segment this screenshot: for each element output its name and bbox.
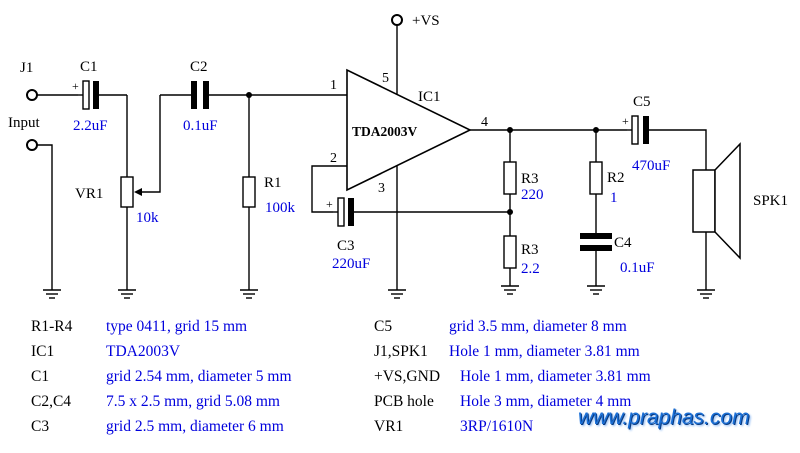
ground-symbol bbox=[586, 285, 606, 295]
ic1-amplifier bbox=[346, 68, 472, 192]
vr1-label: VR1 bbox=[75, 186, 103, 202]
r3-resistor-lower bbox=[503, 235, 517, 269]
watermark-link[interactable]: www.praphas.com bbox=[578, 406, 750, 429]
r1-value: 100k bbox=[265, 200, 296, 216]
r1-label: R1 bbox=[264, 175, 282, 191]
svg-text:+: + bbox=[326, 197, 333, 211]
spk1-label: SPK1 bbox=[753, 193, 788, 209]
ground-symbol bbox=[696, 289, 716, 299]
parts-value: type 0411, grid 15 mm bbox=[106, 318, 248, 335]
parts-value: grid 2.54 mm, diameter 5 mm bbox=[106, 368, 292, 385]
j1-terminal bbox=[26, 89, 38, 101]
parts-key: VR1 bbox=[374, 418, 404, 435]
parts-key: R1-R4 bbox=[31, 318, 73, 335]
ic1-pin2: 2 bbox=[330, 151, 337, 166]
parts-value: grid 3.5 mm, diameter 8 mm bbox=[449, 318, 627, 335]
c2-label: C2 bbox=[190, 59, 208, 75]
r1-resistor bbox=[242, 176, 256, 208]
c1-value: 2.2uF bbox=[73, 118, 108, 134]
parts-key: J1,SPK1 bbox=[374, 343, 428, 360]
r2-resistor bbox=[589, 161, 603, 195]
c2-capacitor bbox=[191, 81, 197, 109]
vr1-value: 10k bbox=[136, 210, 159, 226]
c1-capacitor: + bbox=[72, 79, 127, 110]
parts-key: C5 bbox=[374, 318, 393, 335]
parts-key: C2,C4 bbox=[31, 393, 72, 410]
parts-value: grid 2.5 mm, diameter 6 mm bbox=[106, 418, 284, 435]
parts-key: C1 bbox=[31, 368, 50, 385]
c4-label: C4 bbox=[614, 235, 632, 251]
r3-lower-value: 2.2 bbox=[521, 261, 540, 277]
c1-label: C1 bbox=[80, 59, 98, 75]
input-label: Input bbox=[8, 115, 40, 131]
j1-label: J1 bbox=[20, 60, 33, 76]
c3-label: C3 bbox=[337, 238, 355, 254]
parts-value: 7.5 x 2.5 mm, grid 5.08 mm bbox=[106, 393, 280, 410]
r3-resistor-upper bbox=[503, 161, 517, 195]
c2-value: 0.1uF bbox=[183, 118, 218, 134]
ground-symbol bbox=[500, 285, 520, 295]
c4-value: 0.1uF bbox=[620, 260, 655, 276]
ic1-part-label: TDA2003V bbox=[352, 124, 418, 139]
vr1-potentiometer bbox=[120, 176, 134, 208]
vs-label: +VS bbox=[412, 13, 440, 29]
parts-key: PCB hole bbox=[374, 393, 434, 410]
ic1-pin5: 5 bbox=[382, 71, 389, 86]
c4-capacitor bbox=[580, 233, 612, 239]
ic1-label: IC1 bbox=[418, 89, 441, 105]
r3-lower-label: R3 bbox=[521, 242, 539, 258]
parts-key: IC1 bbox=[31, 343, 55, 360]
c5-value: 470uF bbox=[632, 158, 670, 174]
ground-symbol bbox=[387, 289, 407, 299]
r2-label: R2 bbox=[607, 170, 625, 186]
svg-text:+: + bbox=[72, 79, 79, 93]
ic1-pin1: 1 bbox=[330, 78, 337, 93]
parts-value: TDA2003V bbox=[106, 343, 181, 360]
c3-value: 220uF bbox=[332, 256, 370, 272]
parts-key: C3 bbox=[31, 418, 50, 435]
parts-value: Hole 1 mm, diameter 3.81 mm bbox=[449, 343, 640, 360]
parts-value: Hole 3 mm, diameter 4 mm bbox=[460, 393, 632, 410]
c5-label: C5 bbox=[633, 94, 651, 110]
r3-upper-label: R3 bbox=[521, 171, 539, 187]
r3-upper-value: 220 bbox=[521, 187, 544, 203]
vs-terminal bbox=[391, 14, 403, 26]
parts-value: 3RP/1610N bbox=[460, 418, 534, 435]
ground-symbol bbox=[117, 289, 137, 299]
ic1-pin3: 3 bbox=[378, 181, 385, 196]
ground-symbol bbox=[239, 289, 259, 299]
ic1-pin4: 4 bbox=[481, 115, 488, 130]
svg-text:+: + bbox=[622, 114, 629, 128]
speaker-icon bbox=[692, 142, 741, 260]
input-ground-terminal bbox=[26, 139, 38, 151]
c5-capacitor: + bbox=[622, 114, 649, 145]
parts-key: +VS,GND bbox=[374, 368, 441, 385]
r2-value: 1 bbox=[610, 190, 618, 206]
ground-symbol bbox=[42, 289, 62, 299]
parts-value: Hole 1 mm, diameter 3.81 mm bbox=[460, 368, 651, 385]
c3-capacitor: + bbox=[326, 197, 354, 227]
